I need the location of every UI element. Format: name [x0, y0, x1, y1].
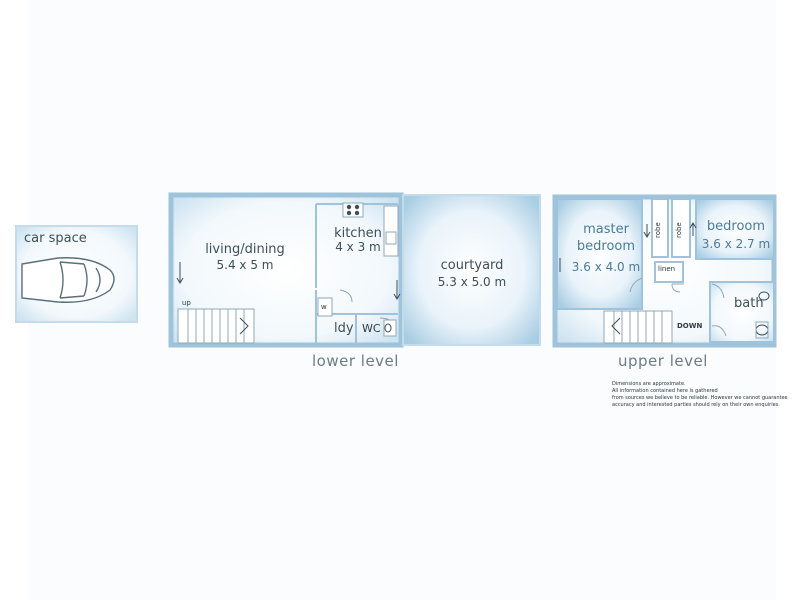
living-dining-name: living/dining	[205, 242, 285, 257]
linen-label: linen	[658, 265, 676, 273]
stairs-up-label: up	[182, 299, 191, 307]
disclaimer: Dimensions are approximate. All informat…	[612, 381, 788, 409]
wc-name: WC	[362, 322, 381, 335]
kitchen-dims: 4 x 3 m	[335, 240, 381, 254]
upper-level-label: upper level	[618, 352, 708, 370]
car-icon	[21, 257, 115, 303]
stairs-lower	[177, 308, 255, 344]
arrow-icon	[559, 222, 697, 272]
disclaimer-line: accuracy and interested parties should r…	[612, 402, 780, 408]
toilet-icon	[383, 319, 397, 337]
courtyard-name: courtyard	[440, 258, 504, 273]
disclaimer-line: from sources we believe to be reliable. …	[612, 395, 788, 401]
disclaimer-line: All information contained here is gather…	[612, 388, 718, 394]
cooktop-icon	[342, 202, 364, 218]
lower-level-plan	[168, 192, 541, 348]
robe-label-1: robe	[654, 222, 662, 238]
washer-label: w	[321, 303, 327, 311]
robe-label-2: robe	[675, 222, 683, 238]
upper-level-plan	[552, 194, 777, 348]
master-bedroom-name: master	[583, 222, 629, 237]
living-dining-dims: 5.4 x 5 m	[216, 258, 274, 272]
master-bedroom-dims: 3.6 x 4.0 m	[571, 260, 641, 274]
sink-icon	[755, 291, 770, 339]
stairs-down-label: DOWN	[677, 322, 703, 330]
bath-label: bath	[734, 296, 764, 311]
stairs-upper	[603, 310, 673, 344]
lower-level-label: lower level	[312, 352, 399, 370]
laundry-name: ldy	[334, 321, 354, 336]
car-space	[15, 225, 138, 323]
courtyard-dims: 5.3 x 5.0 m	[437, 275, 507, 289]
car-space-label: car space	[24, 231, 87, 246]
bedroom-dims: 3.6 x 2.7 m	[701, 237, 771, 251]
disclaimer-line: Dimensions are approximate.	[612, 381, 686, 387]
kitchen-name: kitchen	[334, 226, 382, 241]
bedroom-name: bedroom	[706, 219, 766, 234]
arrow-down-icon	[176, 262, 401, 300]
master-bedroom-name-2: bedroom	[576, 239, 636, 254]
